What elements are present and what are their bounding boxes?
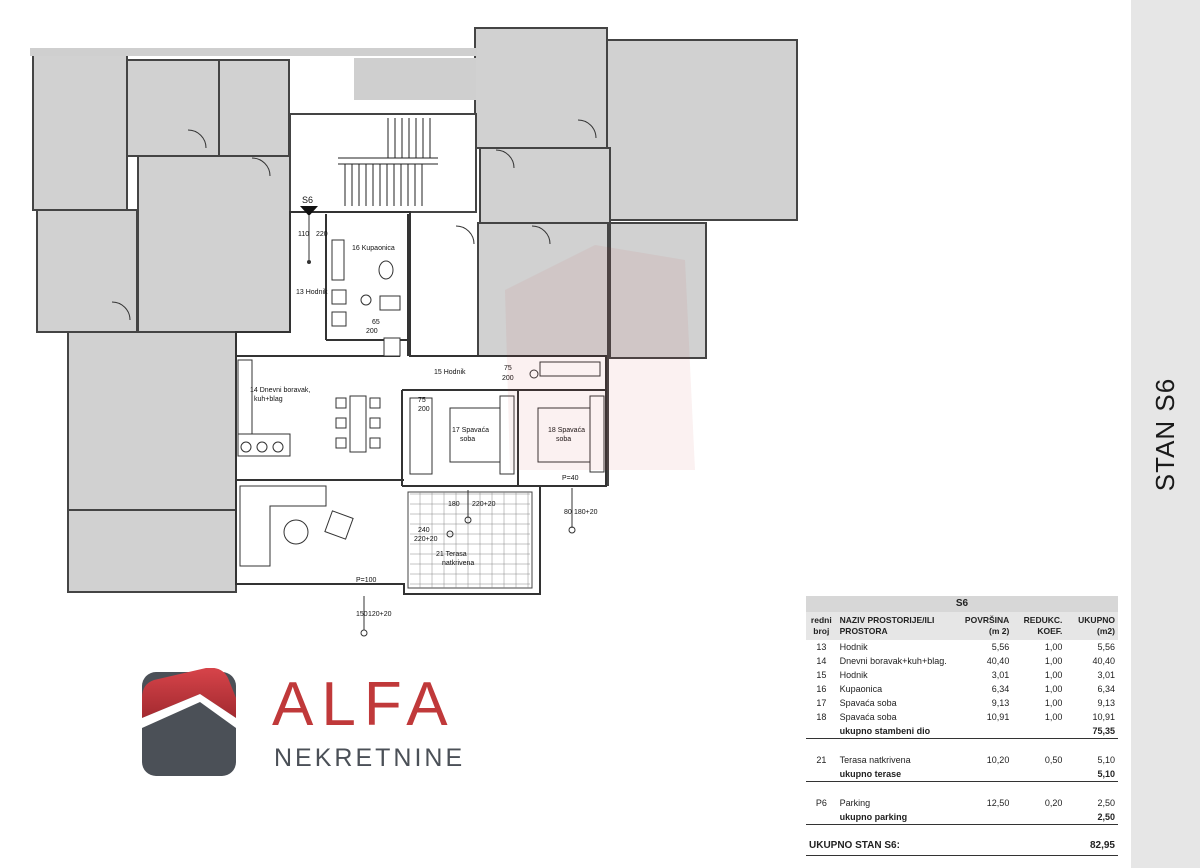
stair-treads: [338, 118, 438, 206]
table-title: S6: [806, 596, 1118, 612]
dim-2a: 65: [372, 319, 380, 326]
label-21b: natkrivena: [442, 560, 474, 567]
spacer-row: [806, 825, 1118, 838]
header-coef: REDUKC.KOEF.: [1012, 612, 1066, 640]
header-area: POVRŠINA(m 2): [957, 612, 1013, 640]
spacer-row: [806, 739, 1118, 754]
dim-7a: 80: [564, 509, 572, 516]
dim-7b: 180+20: [574, 509, 598, 516]
interior-walls: [236, 214, 606, 487]
kitchen-units: [237, 359, 291, 457]
dining-table: [335, 395, 381, 453]
dim-2b: 200: [366, 328, 378, 335]
neighbour-units: [32, 27, 798, 593]
dim-1b: 220: [316, 231, 328, 238]
floor-plan: S6 13 Hodnik 14 Dnevni boravak, kuh+blag…: [30, 27, 798, 637]
dim-4b: 200: [418, 406, 430, 413]
bathroom-fixtures: [331, 239, 401, 357]
label-18b: soba: [556, 436, 571, 443]
dim-p40: P=40: [562, 475, 579, 482]
label-15: 15 Hodnik: [434, 369, 466, 376]
label-14b: kuh+blag: [254, 396, 283, 403]
label-21a: 21 Terasa: [436, 551, 467, 558]
label-17b: soba: [460, 436, 475, 443]
watermark-shape: [505, 245, 695, 470]
dim-5a: 180: [448, 501, 460, 508]
label-16: 16 Kupaonica: [352, 245, 395, 252]
label-13: 13 Hodnik: [296, 289, 328, 296]
dim-5b: 220+20: [472, 501, 496, 508]
dimension-markers: [360, 369, 576, 637]
dim-6b: 220+20: [414, 536, 438, 543]
side-title-text: STAN S6: [1150, 377, 1180, 491]
label-18a: 18 Spavaća: [548, 427, 585, 434]
dim-8a: 150: [356, 611, 368, 618]
logo-subtitle: NEKRETNINE: [274, 744, 466, 772]
room-labels: 13 Hodnik 14 Dnevni boravak, kuh+blag 15…: [250, 245, 585, 567]
logo-mark-icon: [142, 668, 236, 776]
side-strip: [1131, 0, 1200, 868]
outer-shading: [30, 48, 477, 100]
terrace: [407, 491, 533, 589]
stair-core: [289, 113, 477, 213]
spacer-row: [806, 782, 1118, 797]
label-17a: 17 Spavaća: [452, 427, 489, 434]
unit-marker-label: S6: [302, 195, 313, 205]
dim-8b: 120+20: [368, 611, 392, 618]
table-title-row: S6: [806, 596, 1118, 612]
logo-wordmark: ALFA: [272, 670, 456, 739]
dim-3a: 75: [504, 365, 512, 372]
dim-6a: 240: [418, 527, 430, 534]
dim-p100: P=100: [356, 577, 377, 584]
dim-1a: 110: [298, 231, 309, 238]
sofa: [239, 485, 354, 567]
unit-marker: S6: [300, 195, 318, 264]
header-total: UKUPNO(m2): [1065, 612, 1118, 640]
company-logo: ALFA NEKRETNINE: [140, 668, 480, 780]
grand-total-row: UKUPNO STAN S6:82,95: [806, 837, 1118, 856]
side-title: STAN S6: [1131, 0, 1200, 868]
dimension-labels: 110 220 65 200 75 200 75 200 180 220+20 …: [298, 231, 598, 618]
dim-4a: 75: [418, 397, 426, 404]
label-14a: 14 Dnevni boravak,: [250, 387, 310, 394]
dim-3b: 200: [502, 375, 514, 382]
door-swings: [111, 119, 597, 321]
beds: [409, 361, 605, 475]
